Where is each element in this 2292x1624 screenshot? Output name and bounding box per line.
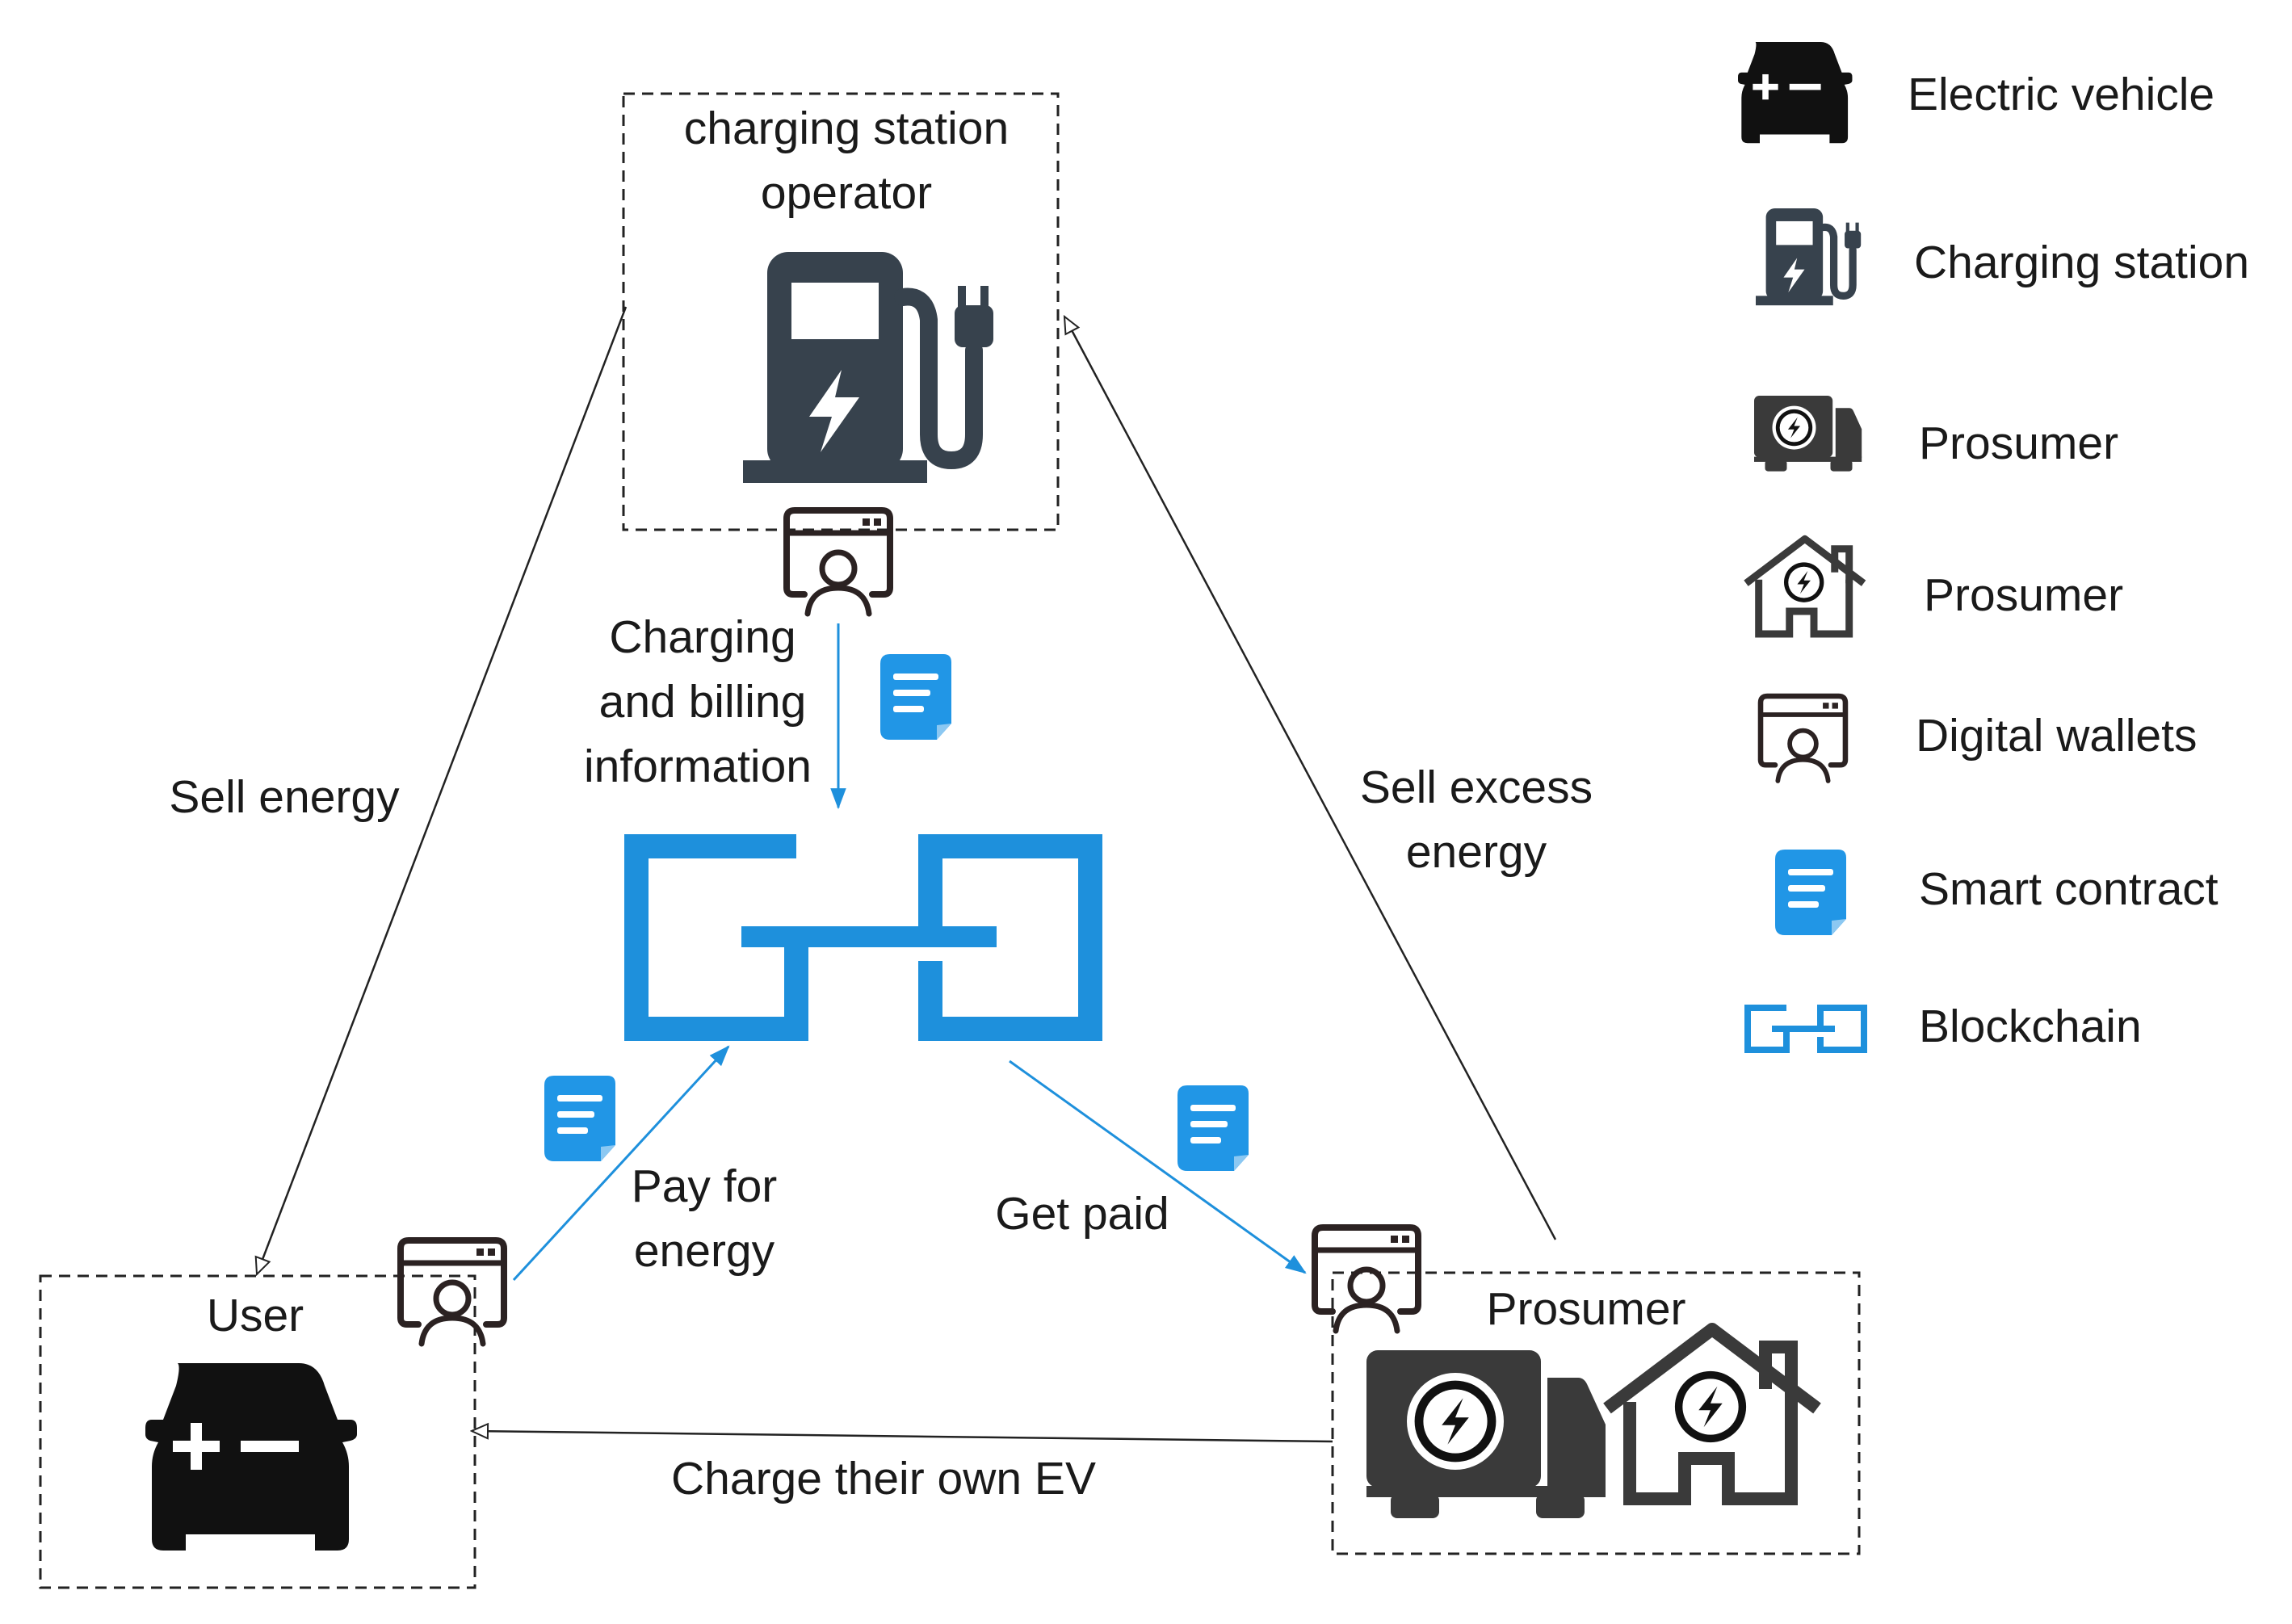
legend-label: Blockchain [1919,1001,2142,1052]
charge-own-ev-label: Charge their own EV [671,1453,1096,1504]
legend-label: Charging station [1914,237,2249,288]
get-paid-arrow [1009,1060,1307,1274]
sell-energy-arrow [257,306,628,1274]
smart-contract-icon-left [544,1076,615,1161]
operator-label-line1: charging station [684,103,1009,154]
legend-item-smart-contract: Smart contract [1775,850,2219,935]
legend-label: Prosumer [1919,418,2118,469]
pay-label-line1: Pay for [632,1160,778,1212]
digital-wallet-icon [1761,696,1845,781]
charging-info-label-line1: Charging [609,611,795,663]
legend-item-blockchain: Blockchain [1744,1001,2142,1053]
legend-label: Digital wallets [1916,710,2197,762]
get-paid-label: Get paid [995,1188,1169,1240]
legend-item-digital-wallet: Digital wallets [1761,696,2197,781]
digital-wallet-icon-prosumer [1315,1227,1418,1331]
operator-label-line2: operator [761,167,932,219]
charging-info-label-line2: and billing [599,676,807,728]
sell-excess-arrow [1064,317,1557,1240]
digital-wallet-icon-user [401,1240,504,1344]
electric-vehicle-icon [1738,42,1853,144]
prosumer-house-icon [1744,535,1866,638]
legend-item-electric-vehicle: Electric vehicle [1738,42,2214,144]
sell-excess-label-line1: Sell excess [1360,762,1593,813]
legend: Electric vehicle Charging station [1738,42,2249,1053]
prosumer-house-icon [1603,1323,1821,1505]
prosumer-truck-icon [1366,1350,1606,1518]
legend-item-charging-station: Charging station [1756,208,2249,306]
user-label: User [207,1290,304,1341]
smart-contract-icon [1775,850,1846,935]
pay-label-line2: energy [634,1225,775,1277]
charging-info-label-line3: information [584,741,812,792]
digital-wallet-icon-operator [787,510,890,614]
blockchain-icon [1744,1005,1867,1053]
prosumer-box [1331,1271,1861,1555]
electric-vehicle-icon [145,1363,357,1551]
charge-own-ev-arrow [472,1431,1333,1443]
legend-item-prosumer-truck: Prosumer [1754,396,2118,472]
charging-station-icon [1756,208,1862,306]
smart-contract-icon-right [1177,1085,1249,1171]
legend-label: Electric vehicle [1908,69,2214,120]
legend-label: Smart contract [1919,863,2219,915]
blockchain-icon [624,834,1102,1041]
legend-label: Prosumer [1924,569,2123,621]
prosumer-label: Prosumer [1486,1283,1685,1335]
sell-excess-label-line2: energy [1406,826,1547,878]
legend-item-prosumer-house: Prosumer [1744,535,2123,638]
pay-arrow [512,1045,730,1282]
prosumer-truck-icon [1754,396,1862,472]
charging-station-icon [743,252,993,483]
sell-energy-label: Sell energy [169,771,400,823]
smart-contract-icon-top [880,654,951,740]
